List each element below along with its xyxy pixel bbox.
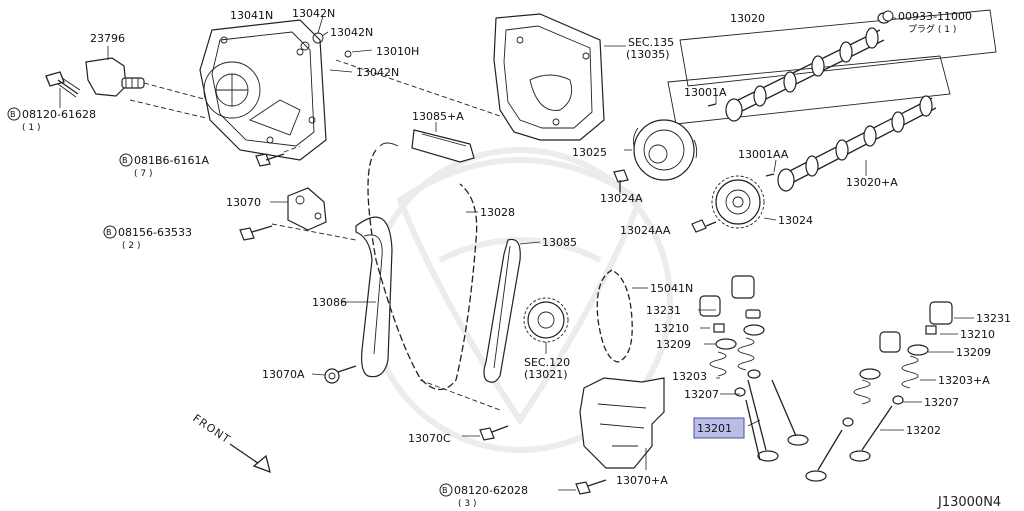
- bolt-08120-62028: [558, 479, 607, 495]
- label-13024AA[interactable]: 13024AA: [620, 224, 671, 237]
- label-13042N-c[interactable]: 13042N: [356, 66, 399, 79]
- label-sec120[interactable]: SEC.120: [524, 356, 570, 369]
- part-13086-chain-guide: [342, 216, 393, 378]
- label-08120-61628[interactable]: 08120-61628: [22, 108, 96, 121]
- camshaft-13020A: [777, 95, 937, 192]
- label-13231-left[interactable]: 13231: [646, 304, 681, 317]
- part-15041N-chain: [596, 269, 648, 363]
- bolt-08156-63533: [239, 223, 357, 241]
- part-13070-tensioner: [270, 187, 327, 231]
- part-13041N-cover: [129, 19, 327, 161]
- bolt-13070C: [419, 379, 509, 441]
- label-13202[interactable]: 13202: [906, 424, 941, 437]
- label-13203-left[interactable]: 13203: [672, 370, 707, 383]
- front-arrow-icon: FRONT: [190, 412, 271, 474]
- bolt-08120-61628-group: [45, 71, 81, 108]
- bolt-circle-icon: [119, 153, 133, 167]
- label-13028[interactable]: 13028: [480, 206, 515, 219]
- valve-train-left: [698, 275, 809, 462]
- label-13042N-a[interactable]: 13042N: [292, 7, 335, 20]
- bolt-prefix: B: [442, 486, 448, 495]
- part-13028-timing-chain: [367, 142, 478, 391]
- label-sec120-code: (13021): [524, 368, 568, 381]
- label-13209-right[interactable]: 13209: [956, 346, 991, 359]
- cover-seals: [300, 15, 501, 117]
- label-15041N[interactable]: 15041N: [650, 282, 693, 295]
- label-sec135-code: (13035): [626, 48, 670, 61]
- label-13070[interactable]: 13070: [226, 196, 261, 209]
- pins-13001: [707, 96, 777, 177]
- part-13085A-guide: [411, 122, 475, 163]
- label-sec135[interactable]: SEC.135: [628, 36, 674, 49]
- front-label: FRONT: [190, 412, 233, 447]
- sec135-housing: [493, 13, 626, 141]
- part-13085-guide: [483, 238, 541, 383]
- label-08156-63533[interactable]: 08156-63533: [118, 226, 192, 239]
- sec120-crank-sprocket: [523, 297, 569, 354]
- label-plug-jp: プラグ ( 1 ): [908, 23, 956, 35]
- part-13025-sprocket: [624, 119, 698, 181]
- label-13085A[interactable]: 13085+A: [412, 110, 464, 123]
- bolt-13024AA: [691, 219, 717, 233]
- label-08120-61628-qty: ( 1 ): [22, 123, 40, 133]
- label-13210-right[interactable]: 13210: [960, 328, 995, 341]
- bolt-circle-icon: [439, 483, 453, 497]
- part-13070A-bracket: [579, 377, 665, 470]
- part-13024-sprocket: [711, 175, 777, 229]
- bolt-prefix: B: [106, 228, 112, 237]
- label-13086[interactable]: 13086: [312, 296, 347, 309]
- label-13207-right[interactable]: 13207: [924, 396, 959, 409]
- label-23796[interactable]: 23796: [90, 32, 125, 45]
- bolt-prefix: B: [10, 110, 16, 119]
- label-13209-left[interactable]: 13209: [656, 338, 691, 351]
- highlight-13201[interactable]: [693, 417, 745, 439]
- label-13231-right[interactable]: 13231: [976, 312, 1011, 325]
- label-13085[interactable]: 13085: [542, 236, 577, 249]
- label-13201[interactable]: 13201: [697, 422, 732, 435]
- label-13207-left[interactable]: 13207: [684, 388, 719, 401]
- label-081B6-6161A[interactable]: 081B6-6161A: [134, 154, 210, 167]
- label-13020A[interactable]: 13020+A: [846, 176, 898, 189]
- label-13070A[interactable]: 13070A: [262, 368, 305, 381]
- label-08120-62028[interactable]: 08120-62028: [454, 484, 528, 497]
- plug-circle-icon: [882, 10, 894, 22]
- bolt-circle-icon: [7, 107, 21, 121]
- label-13001AA[interactable]: 13001AA: [738, 148, 789, 161]
- label-13070A-plus[interactable]: 13070+A: [616, 474, 668, 487]
- diagram-code: J13000N4: [937, 495, 1001, 510]
- label-13042N-b[interactable]: 13042N: [330, 26, 373, 39]
- label-13210-left[interactable]: 13210: [654, 322, 689, 335]
- label-13024A[interactable]: 13024A: [600, 192, 643, 205]
- label-13070C[interactable]: 13070C: [408, 432, 451, 445]
- valve-train-right: [805, 301, 974, 482]
- label-081B6-6161A-qty: ( 7 ): [134, 169, 152, 179]
- part-13070A-bolt: [311, 365, 357, 384]
- label-13024[interactable]: 13024: [778, 214, 813, 227]
- label-08156-63533-qty: ( 2 ): [122, 241, 140, 251]
- label-13203A[interactable]: 13203+A: [938, 374, 990, 387]
- label-13020[interactable]: 13020: [730, 12, 765, 25]
- label-13041N[interactable]: 13041N: [230, 9, 273, 22]
- bolt-circle-icon: [103, 225, 117, 239]
- bolt-13024A: [613, 169, 629, 194]
- label-00933-11000[interactable]: 00933-11000: [898, 10, 972, 23]
- label-08120-62028-qty: ( 3 ): [458, 499, 476, 509]
- part-labels: 23796 13041N 13042N 13042N 13010H 13042N…: [22, 7, 1011, 510]
- part-23796-sensor: [85, 46, 216, 103]
- bolt-prefix: B: [122, 156, 128, 165]
- bolt-081B6-6161A: [255, 145, 301, 167]
- label-13025[interactable]: 13025: [572, 146, 607, 159]
- label-13001A[interactable]: 13001A: [684, 86, 727, 99]
- bolt-prefix-icons: B B B B: [7, 10, 894, 497]
- label-13010H[interactable]: 13010H: [376, 45, 419, 58]
- camshaft-13020: [725, 12, 896, 122]
